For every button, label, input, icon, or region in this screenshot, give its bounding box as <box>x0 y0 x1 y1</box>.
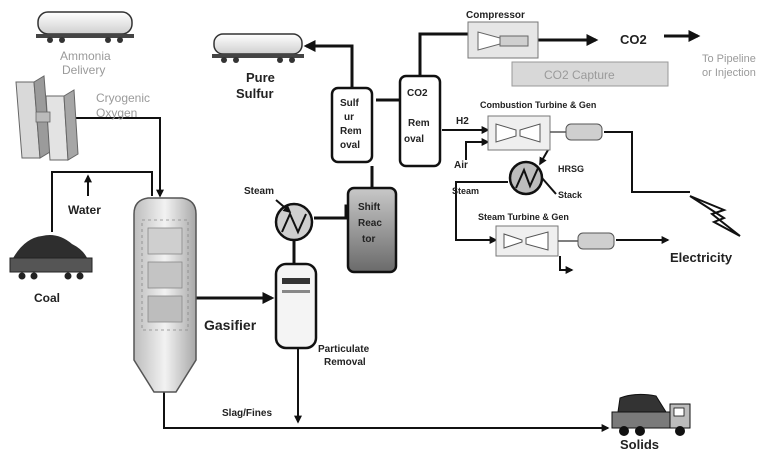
svg-text:Ammonia: Ammonia <box>60 49 111 63</box>
gasifier-vessel-icon <box>133 197 197 393</box>
label-combustion-turbine: Combustion Turbine & Gen <box>480 100 596 110</box>
label-air: Air <box>454 160 468 171</box>
svg-text:Sulf: Sulf <box>340 98 360 109</box>
shift-reactor-icon <box>346 186 398 274</box>
label-shift-reactor: Shift Reac tor <box>358 202 382 245</box>
svg-text:Pure: Pure <box>246 70 275 85</box>
generator-icon <box>550 123 603 141</box>
svg-text:Rem: Rem <box>408 118 430 129</box>
label-to-pipeline: To Pipeline or Injection <box>702 53 756 79</box>
steam-turbine-icon <box>495 225 559 257</box>
air-separation-unit-icon <box>15 75 79 161</box>
svg-text:Particulate: Particulate <box>318 344 370 355</box>
label-steam-right: Steam <box>452 186 479 196</box>
svg-text:oval: oval <box>404 134 424 145</box>
label-co2-capture: CO2 Capture <box>544 68 615 82</box>
svg-text:Reac: Reac <box>358 218 382 229</box>
generator-icon <box>558 232 615 250</box>
label-cryogenic-oxygen: Cryogenic Oxygen <box>96 91 150 120</box>
svg-text:ur: ur <box>344 112 354 123</box>
svg-text:Shift: Shift <box>358 202 381 213</box>
label-co2-removal: CO2 Rem oval <box>404 88 430 145</box>
co2-capture-box <box>511 61 669 87</box>
svg-text:tor: tor <box>362 234 375 245</box>
label-sulfur-removal: Sulf ur Rem oval <box>340 98 362 151</box>
dump-truck-icon <box>611 393 691 436</box>
label-coal: Coal <box>34 291 60 305</box>
svg-text:CO2: CO2 <box>407 88 428 99</box>
svg-text:Rem: Rem <box>340 126 362 137</box>
lightning-bolt-icon <box>689 195 741 237</box>
svg-text:Oxygen: Oxygen <box>96 106 137 120</box>
label-compressor: Compressor <box>466 10 525 21</box>
hrsg-icon <box>508 160 544 196</box>
svg-text:Removal: Removal <box>324 357 366 368</box>
sulfur-railcar-icon <box>212 33 304 63</box>
sulfur-removal-unit <box>330 86 374 164</box>
rail-tank-car-icon <box>36 11 134 43</box>
label-water: Water <box>68 203 101 217</box>
label-pure-sulfur: Pure Sulfur <box>236 70 275 101</box>
label-h2: H2 <box>456 116 469 127</box>
svg-text:oval: oval <box>340 140 360 151</box>
label-gasifier: Gasifier <box>204 317 257 333</box>
flow-lines <box>51 30 701 432</box>
label-solids: Solids <box>620 437 659 452</box>
label-electricity: Electricity <box>670 250 733 265</box>
label-ammonia-delivery: Ammonia Delivery <box>60 49 111 77</box>
co2-removal-unit <box>398 74 442 168</box>
label-particulate-removal: Particulate Removal <box>318 344 370 368</box>
compressor-icon <box>467 21 539 59</box>
label-co2-product: CO2 <box>620 32 647 47</box>
label-stack: Stack <box>558 190 583 200</box>
svg-text:To Pipeline: To Pipeline <box>702 53 756 65</box>
coal-pile-icon <box>9 235 93 280</box>
svg-text:Delivery: Delivery <box>62 63 105 77</box>
svg-text:or Injection: or Injection <box>702 67 756 79</box>
svg-text:Sulfur: Sulfur <box>236 86 274 101</box>
label-slag-fines: Slag/Fines <box>222 408 272 419</box>
heat-exchanger-icon <box>274 199 314 242</box>
label-steam-turbine: Steam Turbine & Gen <box>478 212 569 222</box>
gas-turbine-icon <box>487 115 551 151</box>
label-steam-left: Steam <box>244 186 274 197</box>
particulate-filter-icon <box>274 262 318 350</box>
label-hrsg: HRSG <box>558 164 584 174</box>
svg-text:Cryogenic: Cryogenic <box>96 91 150 105</box>
